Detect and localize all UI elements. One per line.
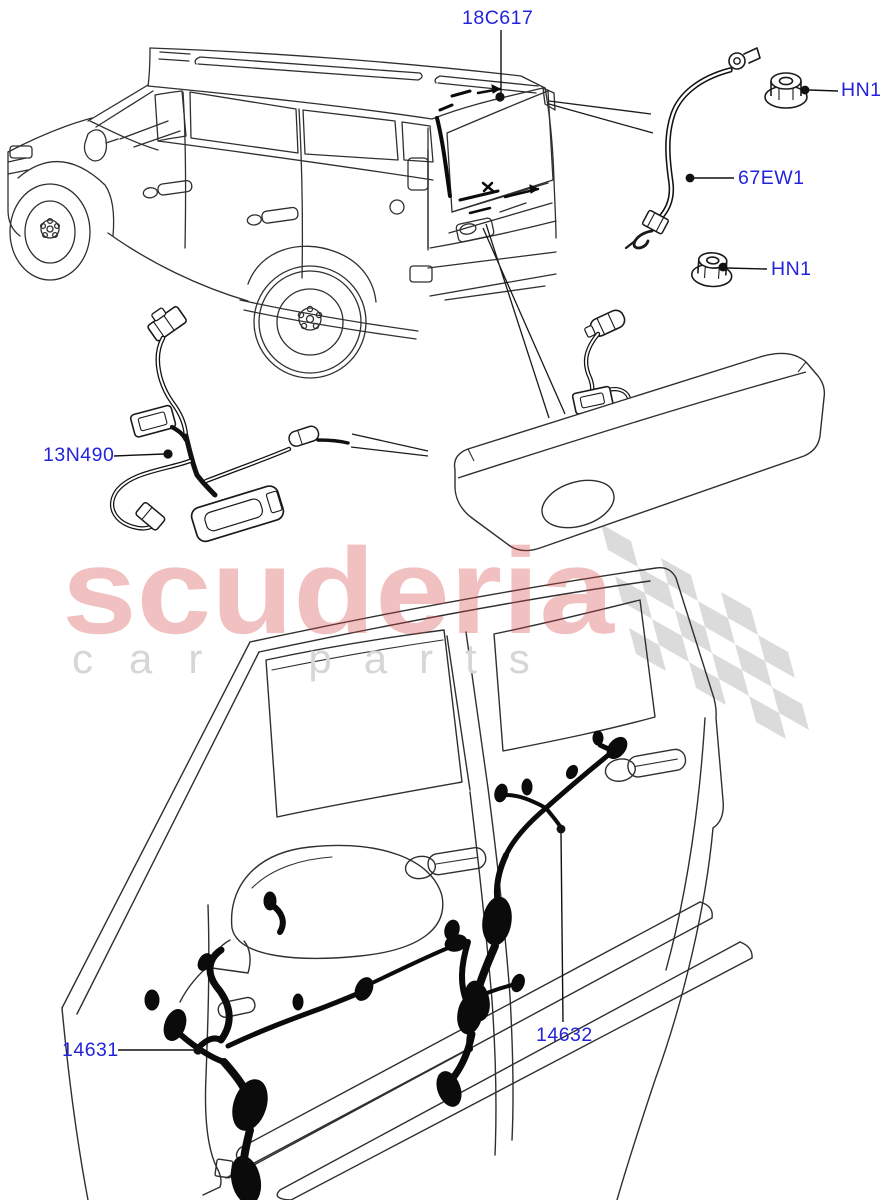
callout-leader-lines bbox=[350, 100, 654, 457]
stop-lamp-harness-drawing bbox=[571, 309, 632, 415]
part-label-tailgate-harness[interactable]: 18C617 bbox=[462, 7, 534, 29]
rear-door-harness-drawing bbox=[464, 730, 628, 1052]
part-label-nut-lower[interactable]: HN1 bbox=[771, 258, 812, 280]
plate-lamp-harness-drawing bbox=[109, 306, 350, 543]
ground-cable-drawing bbox=[624, 47, 761, 250]
watermark-tagline-word1: car bbox=[72, 635, 239, 682]
label-leaders bbox=[113, 30, 839, 1055]
checkered-flag bbox=[601, 524, 809, 739]
part-label-front-door-harness[interactable]: 14631 bbox=[62, 1039, 119, 1061]
part-label-nut-upper[interactable]: HN1 bbox=[841, 79, 882, 101]
watermark-tagline-word2: parts bbox=[308, 635, 562, 682]
watermark-tagline: car parts bbox=[72, 638, 562, 680]
part-label-ground-cable[interactable]: 67EW1 bbox=[738, 167, 805, 189]
stop-lamp-housing-drawing bbox=[453, 352, 826, 552]
nut-upper-drawing bbox=[764, 72, 808, 109]
watermark-brand: scuderia bbox=[62, 523, 615, 659]
nut-lower-drawing bbox=[690, 252, 733, 288]
part-label-rear-door-harness[interactable]: 14632 bbox=[536, 1024, 593, 1046]
door-panel-drawing bbox=[61, 567, 753, 1200]
tailgate-wiring-drawing bbox=[435, 84, 540, 215]
part-label-plate-lamp-harness[interactable]: 13N490 bbox=[43, 444, 115, 466]
